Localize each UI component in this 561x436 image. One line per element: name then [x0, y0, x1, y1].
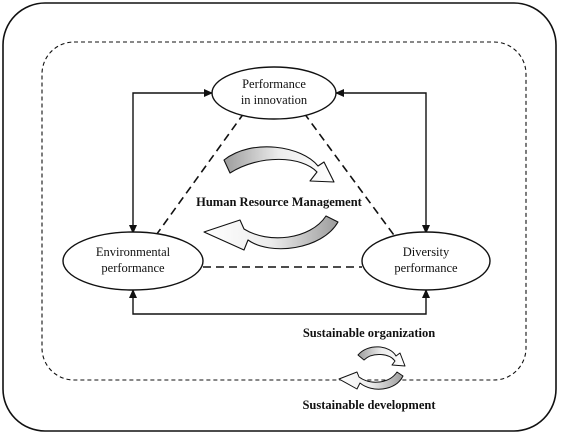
node-innovation-line1: Performance — [242, 77, 306, 91]
node-diversity: Diversity performance — [361, 231, 491, 291]
node-diversity-shape — [361, 231, 491, 291]
node-innovation-shape — [211, 66, 337, 120]
sustainable-organization-label: Sustainable organization — [303, 326, 435, 340]
outer-frame — [2, 2, 557, 432]
cycle-arrows-bottom — [338, 346, 406, 390]
node-diversity-line2: performance — [394, 261, 458, 275]
node-environmental-line2: performance — [101, 261, 165, 275]
node-diversity-line1: Diversity — [403, 245, 450, 259]
node-environmental-line1: Environmental — [96, 245, 171, 259]
cycle-arrows-center — [203, 146, 339, 251]
center-label: Human Resource Management — [196, 195, 363, 209]
node-environmental: Environmental performance — [62, 231, 204, 291]
cycle-arrow-top-icon — [223, 146, 335, 183]
arrow-innovation-diversity — [335, 89, 430, 234]
node-innovation: Performance in innovation — [211, 66, 337, 120]
cycle-arrow-bottom-icon — [203, 215, 339, 251]
node-environmental-shape — [62, 231, 204, 291]
cycle-small-top-icon — [357, 346, 406, 367]
arrow-environmental-diversity — [129, 289, 430, 315]
inner-dashed-frame — [41, 41, 527, 381]
cycle-small-bottom-icon — [338, 371, 404, 390]
triangle-edge-left — [153, 112, 245, 239]
arrow-innovation-environmental — [129, 89, 213, 234]
node-innovation-line2: in innovation — [241, 93, 308, 107]
sustainable-development-label: Sustainable development — [302, 398, 436, 412]
